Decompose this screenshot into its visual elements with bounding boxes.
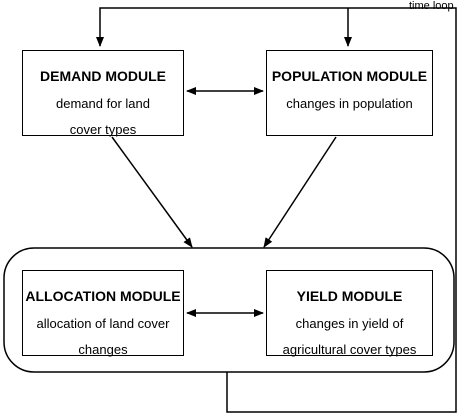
time-loop-line (96, 7, 457, 413)
yield-module-desc-line2: agricultural cover types (282, 341, 417, 357)
population-module-desc-line1: changes in population (286, 95, 413, 111)
allocation-module-desc-line2: changes (78, 341, 128, 357)
demand-module-box: DEMAND MODULE demand for land cover type… (22, 50, 184, 137)
population-module-box: POPULATION MODULE changes in population (266, 50, 433, 136)
lower-modules-enclosure (3, 247, 455, 373)
demand-module-title: DEMAND MODULE (40, 68, 166, 84)
yield-module-desc-line1: changes in yield of (295, 315, 404, 331)
allocation-module-box: ALLOCATION MODULE allocation of land cov… (22, 270, 184, 357)
demand-module-desc-line2: cover types (69, 121, 137, 137)
demand-to-lower-arrow (111, 136, 193, 248)
demand-module-desc-line1: demand for land (56, 95, 150, 111)
yield-module-box: YIELD MODULE changes in yield of agricul… (266, 270, 433, 357)
time-loop-label: time loop (409, 0, 454, 12)
population-to-lower-arrow (263, 136, 337, 248)
yield-module-title: YIELD MODULE (296, 288, 403, 304)
allocation-module-desc-line1: allocation of land cover (36, 315, 170, 331)
population-module-title: POPULATION MODULE (271, 68, 428, 84)
allocation-module-title: ALLOCATION MODULE (25, 288, 181, 304)
